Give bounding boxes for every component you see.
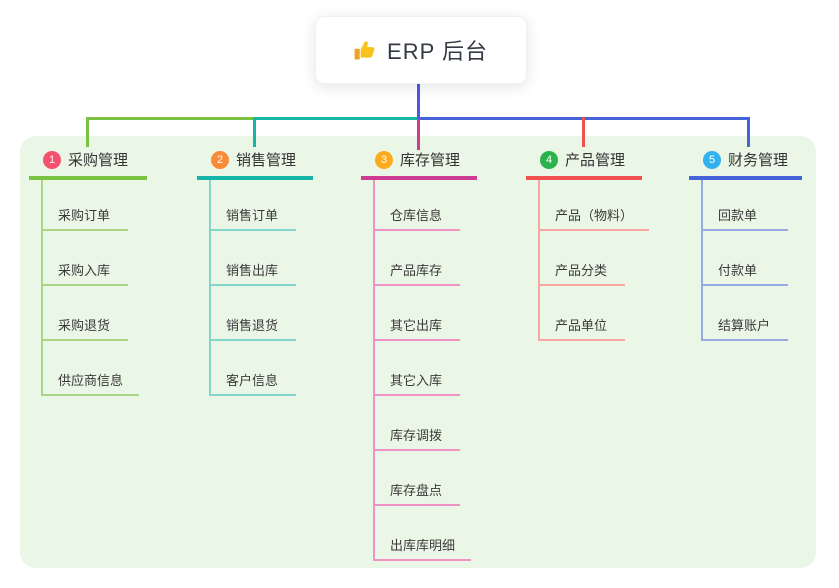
- branch-number-badge: 1: [43, 150, 61, 169]
- child-node[interactable]: 结算账户: [703, 286, 788, 341]
- branch-node-finance[interactable]: 5 财务管理: [689, 146, 802, 180]
- root-node[interactable]: ERP 后台: [315, 16, 527, 84]
- child-node[interactable]: 其它出库: [375, 286, 460, 341]
- child-node[interactable]: 产品单位: [540, 286, 625, 341]
- child-node[interactable]: 回款单: [703, 180, 788, 231]
- child-node[interactable]: 出库库明细: [375, 506, 472, 561]
- child-node[interactable]: 其它入库: [375, 341, 460, 396]
- branch-children-product: 产品（物料） 产品分类 产品单位: [538, 180, 650, 341]
- child-node[interactable]: 库存调拨: [375, 396, 460, 451]
- branch-number-badge: 4: [540, 150, 558, 169]
- branch-children-finance: 回款单 付款单 结算账户: [701, 180, 788, 341]
- connector-horizontal-sales: [254, 117, 418, 120]
- branch-title: 采购管理: [68, 152, 129, 169]
- connector-drop-purchase: [86, 117, 89, 147]
- branch-sales: 2 销售管理 销售订单 销售出库 销售退货 客户信息: [197, 146, 313, 396]
- branch-node-inventory[interactable]: 3 库存管理: [361, 146, 477, 180]
- branch-node-product[interactable]: 4 产品管理: [526, 146, 642, 180]
- child-node[interactable]: 采购退货: [43, 286, 128, 341]
- child-node[interactable]: 付款单: [703, 231, 788, 286]
- child-node[interactable]: 客户信息: [211, 341, 296, 396]
- branch-title: 库存管理: [400, 152, 461, 169]
- child-node[interactable]: 产品库存: [375, 231, 460, 286]
- child-node[interactable]: 采购订单: [43, 180, 128, 231]
- branch-title: 产品管理: [565, 152, 626, 169]
- child-node[interactable]: 产品（物料）: [540, 180, 650, 231]
- branch-number-badge: 3: [375, 150, 393, 169]
- branch-children-sales: 销售订单 销售出库 销售退货 客户信息: [209, 180, 296, 396]
- connector-drop-sales: [253, 117, 256, 147]
- thumbs-up-icon: [354, 40, 375, 60]
- branch-children-purchase: 采购订单 采购入库 采购退货 供应商信息: [41, 180, 140, 396]
- connector-drop-product: [582, 117, 585, 147]
- child-node[interactable]: 采购入库: [43, 231, 128, 286]
- child-node[interactable]: 销售出库: [211, 231, 296, 286]
- connector-drop-finance: [747, 117, 750, 147]
- child-node[interactable]: 仓库信息: [375, 180, 460, 231]
- branch-product: 4 产品管理 产品（物料） 产品分类 产品单位: [526, 146, 650, 341]
- child-node[interactable]: 产品分类: [540, 231, 625, 286]
- branch-number-badge: 2: [211, 150, 229, 169]
- branch-number-badge: 5: [703, 150, 721, 169]
- child-node[interactable]: 销售退货: [211, 286, 296, 341]
- branch-inventory: 3 库存管理 仓库信息 产品库存 其它出库 其它入库 库存调拨 库存盘点 出库库…: [361, 146, 477, 561]
- root-node-label: ERP 后台: [387, 39, 488, 64]
- branch-title: 销售管理: [236, 152, 297, 169]
- mindmap-background-panel: [20, 136, 816, 568]
- child-node[interactable]: 库存盘点: [375, 451, 460, 506]
- branch-finance: 5 财务管理 回款单 付款单 结算账户: [689, 146, 802, 341]
- branch-node-purchase[interactable]: 1 采购管理: [29, 146, 147, 180]
- connector-root-drop: [417, 82, 420, 120]
- connector-drop-inventory: [417, 119, 420, 150]
- branch-children-inventory: 仓库信息 产品库存 其它出库 其它入库 库存调拨 库存盘点 出库库明细: [373, 180, 472, 561]
- branch-purchase: 1 采购管理 采购订单 采购入库 采购退货 供应商信息: [29, 146, 147, 396]
- child-node[interactable]: 供应商信息: [43, 341, 140, 396]
- branch-node-sales[interactable]: 2 销售管理: [197, 146, 313, 180]
- connector-horizontal-purchase: [86, 117, 256, 120]
- child-node[interactable]: 销售订单: [211, 180, 296, 231]
- branch-title: 财务管理: [728, 152, 789, 169]
